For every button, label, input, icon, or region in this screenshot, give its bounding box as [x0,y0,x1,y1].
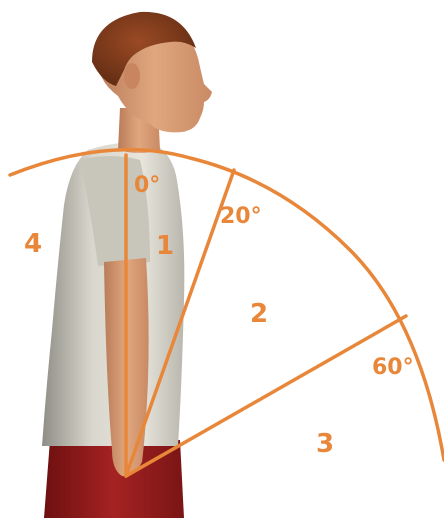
zone-label-3: 3 [316,429,334,459]
angle-label-60: 60° [372,355,414,380]
zone-label-4: 4 [24,229,42,259]
ear [124,63,140,89]
zone-label-1: 1 [156,231,174,261]
zone-label-2: 2 [250,299,268,329]
angle-label-0: 0° [134,173,160,198]
angle-label-20: 20° [220,204,262,229]
